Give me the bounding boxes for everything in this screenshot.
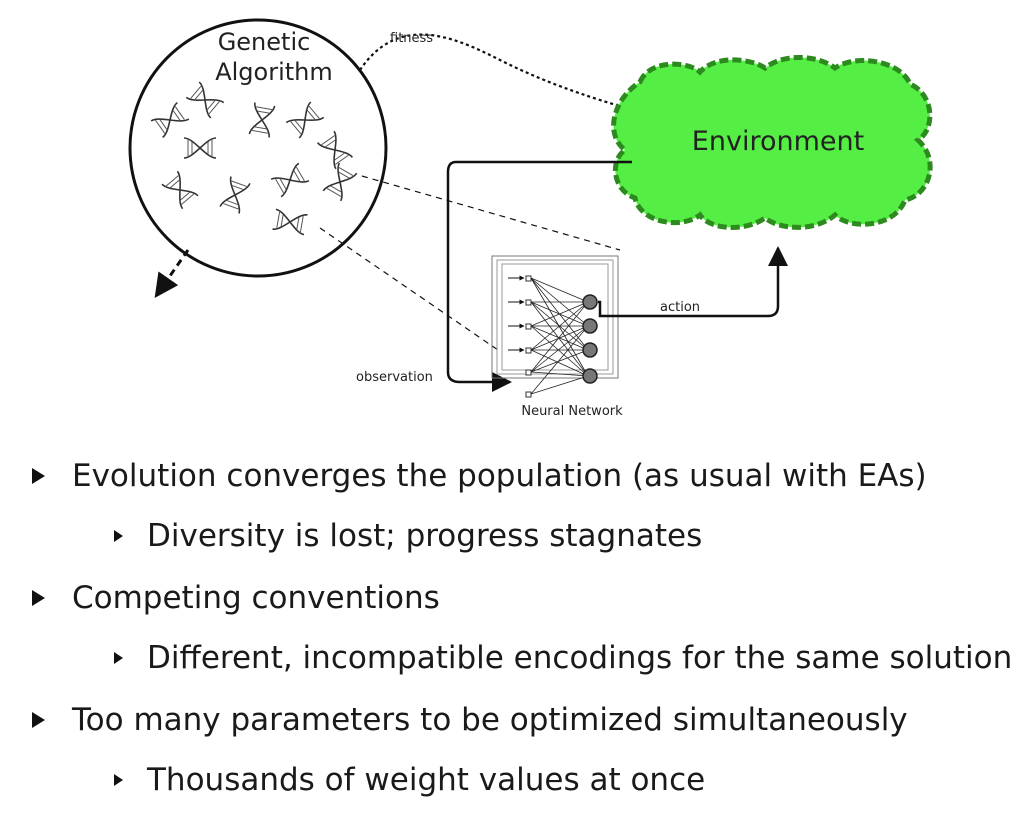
fitness-link bbox=[359, 33, 642, 117]
observation-link bbox=[446, 160, 632, 392]
input-arrows bbox=[508, 275, 525, 353]
sub-bullet-text: Thousands of weight values at once bbox=[147, 762, 706, 798]
environment-label: Environment bbox=[692, 126, 864, 157]
ga-title-line1: Genetic bbox=[218, 28, 311, 56]
network-label: Neural Network bbox=[521, 404, 623, 419]
bullet-arrow-icon bbox=[32, 590, 45, 606]
fitness-label: fitness bbox=[390, 31, 433, 46]
sub-bullet-text: Diversity is lost; progress stagnates bbox=[147, 518, 703, 554]
input-nodes bbox=[525, 275, 532, 398]
action-label: action bbox=[660, 300, 700, 315]
neuroevolution-diagram: Genetic Algorithm fitness Environment ob… bbox=[128, 18, 933, 419]
bullet-item: Competing conventions bbox=[32, 580, 440, 616]
environment-cloud: Environment bbox=[611, 54, 933, 230]
bullet-text: Competing conventions bbox=[72, 580, 440, 616]
genome-link bbox=[319, 227, 499, 351]
observation-label: observation bbox=[356, 370, 433, 385]
bullet-arrow-icon bbox=[32, 712, 45, 728]
sub-bullet-arrow-icon bbox=[114, 530, 123, 542]
bullet-item: Evolution converges the population (as u… bbox=[32, 458, 927, 494]
bullet-text: Too many parameters to be optimized simu… bbox=[72, 702, 908, 738]
sub-bullet-text: Different, incompatible encodings for th… bbox=[147, 640, 1012, 676]
sub-bullet-item: Diversity is lost; progress stagnates bbox=[114, 518, 702, 554]
action-link bbox=[598, 246, 788, 318]
bullet-item: Too many parameters to be optimized simu… bbox=[32, 702, 908, 738]
ga-output-arrow bbox=[154, 249, 190, 298]
neural-network: Neural Network bbox=[491, 255, 623, 419]
genetic-algorithm-population: Genetic Algorithm bbox=[128, 18, 388, 278]
sub-bullet-arrow-icon bbox=[114, 774, 123, 786]
bullet-text: Evolution converges the population (as u… bbox=[72, 458, 927, 494]
genome-link bbox=[361, 175, 621, 251]
bullet-list: Evolution converges the population (as u… bbox=[0, 430, 1012, 829]
ga-title-line2: Algorithm bbox=[215, 58, 333, 86]
output-nodes bbox=[582, 294, 598, 384]
network-connections bbox=[530, 277, 589, 395]
sub-bullet-item: Different, incompatible encodings for th… bbox=[114, 640, 1012, 676]
sub-bullet-arrow-icon bbox=[114, 652, 123, 664]
bullet-arrow-icon bbox=[32, 468, 45, 484]
sub-bullet-item: Thousands of weight values at once bbox=[114, 762, 705, 798]
